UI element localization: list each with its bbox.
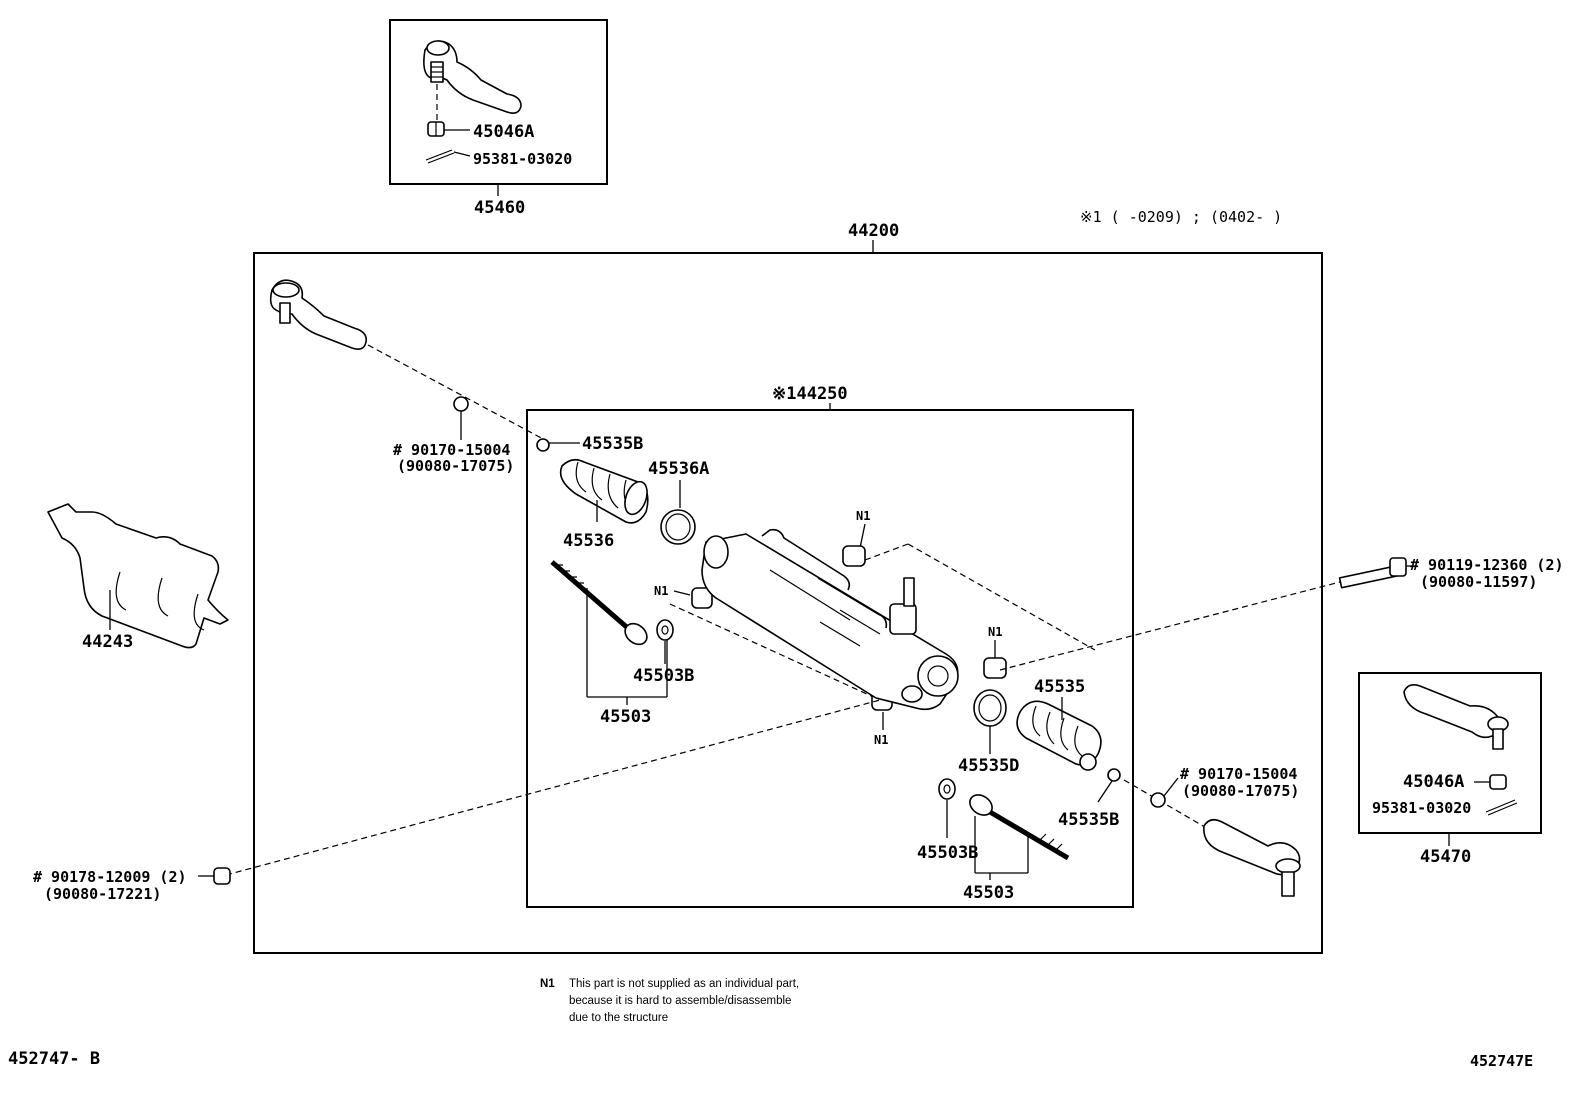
- label-band-left: 45536A: [648, 459, 709, 479]
- nut-45046a-top-icon: [427, 121, 445, 137]
- label-band-right: 45535D: [958, 756, 1019, 776]
- label-bolt-right-1: # 90119-12360 (2): [1410, 556, 1564, 574]
- boot-left-icon: [559, 458, 649, 524]
- title-note: ※1 ( -0209) ; (0402- ): [1080, 208, 1282, 226]
- footnote-line2: because it is hard to assemble/disassemb…: [569, 995, 791, 1007]
- label-boot-left: 45536: [563, 531, 614, 551]
- boot-right-icon: [1016, 700, 1102, 771]
- label-washer-left: 45503B: [633, 666, 694, 686]
- steering-rack-housing-icon: [701, 528, 959, 711]
- tie-rod-end-right-icon: [1403, 684, 1509, 750]
- tie-rod-end-right-box: [1358, 672, 1542, 834]
- label-44200: 44200: [848, 221, 899, 241]
- nut-bottom-icon: [213, 867, 231, 885]
- label-clip-right: 45535B: [1058, 810, 1119, 830]
- label-pin-right: 95381-03020: [1372, 799, 1471, 817]
- bushing-a-icon: [691, 587, 713, 609]
- label-n1-a: N1: [654, 584, 668, 598]
- bolt-right-icon: [1338, 557, 1407, 589]
- label-nut-left-1: # 90170-15004: [393, 441, 510, 459]
- footnote-line3: due to the structure: [569, 1012, 668, 1024]
- main-assembly-box: [253, 252, 1323, 954]
- diagram-id-right: 452747E: [1470, 1052, 1533, 1070]
- label-nut-left-2: (90080-17075): [397, 457, 514, 475]
- label-boot-right: 45535: [1034, 677, 1085, 697]
- label-nut-bottom-1: # 90178-12009 (2): [33, 868, 187, 886]
- washer-left-icon: [656, 619, 674, 641]
- label-n1-d: N1: [874, 733, 888, 747]
- clip-left-icon: [536, 438, 550, 452]
- tie-rod-right-icon: [969, 794, 1070, 861]
- footnote-line1: This part is not supplied as an individu…: [569, 978, 799, 990]
- label-tie-rod-right: 45503: [963, 883, 1014, 903]
- band-right-icon: [973, 689, 1007, 727]
- label-nut-right-2: (90080-17075): [1182, 782, 1299, 800]
- label-nut-right-1: # 90170-15004: [1180, 765, 1297, 783]
- cotter-pin-right-icon: [1485, 799, 1518, 816]
- nut-left-icon: [453, 396, 469, 412]
- nut-right-icon: [1150, 792, 1166, 808]
- band-left-icon: [660, 509, 696, 545]
- label-45470: 45470: [1420, 847, 1471, 867]
- tie-rod-end-main-right-icon: [1203, 818, 1301, 897]
- label-tie-rod-left: 45503: [600, 707, 651, 727]
- label-n1-c: N1: [988, 625, 1002, 639]
- label-pin-top: 95381-03020: [473, 150, 572, 168]
- tie-rod-end-main-left-icon: [269, 279, 368, 350]
- label-washer-right: 45503B: [917, 843, 978, 863]
- washer-right-icon: [938, 778, 956, 800]
- tie-rod-left-icon: [550, 560, 648, 646]
- label-45460: 45460: [474, 198, 525, 218]
- label-nut-45046a-top: 45046A: [473, 122, 534, 142]
- bushing-b-icon: [842, 545, 866, 567]
- clip-right-icon: [1107, 768, 1121, 782]
- footnote-code: N1: [540, 978, 555, 990]
- nut-45046a-right-icon: [1489, 774, 1507, 790]
- label-44243: 44243: [82, 632, 133, 652]
- label-44250: ※144250: [772, 384, 848, 404]
- label-bolt-right-2: (90080-11597): [1420, 573, 1537, 591]
- label-nut-bottom-2: (90080-17221): [44, 885, 161, 903]
- label-n1-b: N1: [856, 509, 870, 523]
- cotter-pin-top-icon: [425, 149, 455, 164]
- sub-assembly-box: [526, 409, 1134, 908]
- heat-cover-icon: [47, 503, 229, 649]
- tie-rod-end-left-icon: [423, 40, 522, 114]
- diagram-id-left: 452747- B: [8, 1049, 100, 1069]
- label-nut-45046a-right: 45046A: [1403, 772, 1464, 792]
- label-clip-left: 45535B: [582, 434, 643, 454]
- bushing-c-icon: [983, 657, 1007, 679]
